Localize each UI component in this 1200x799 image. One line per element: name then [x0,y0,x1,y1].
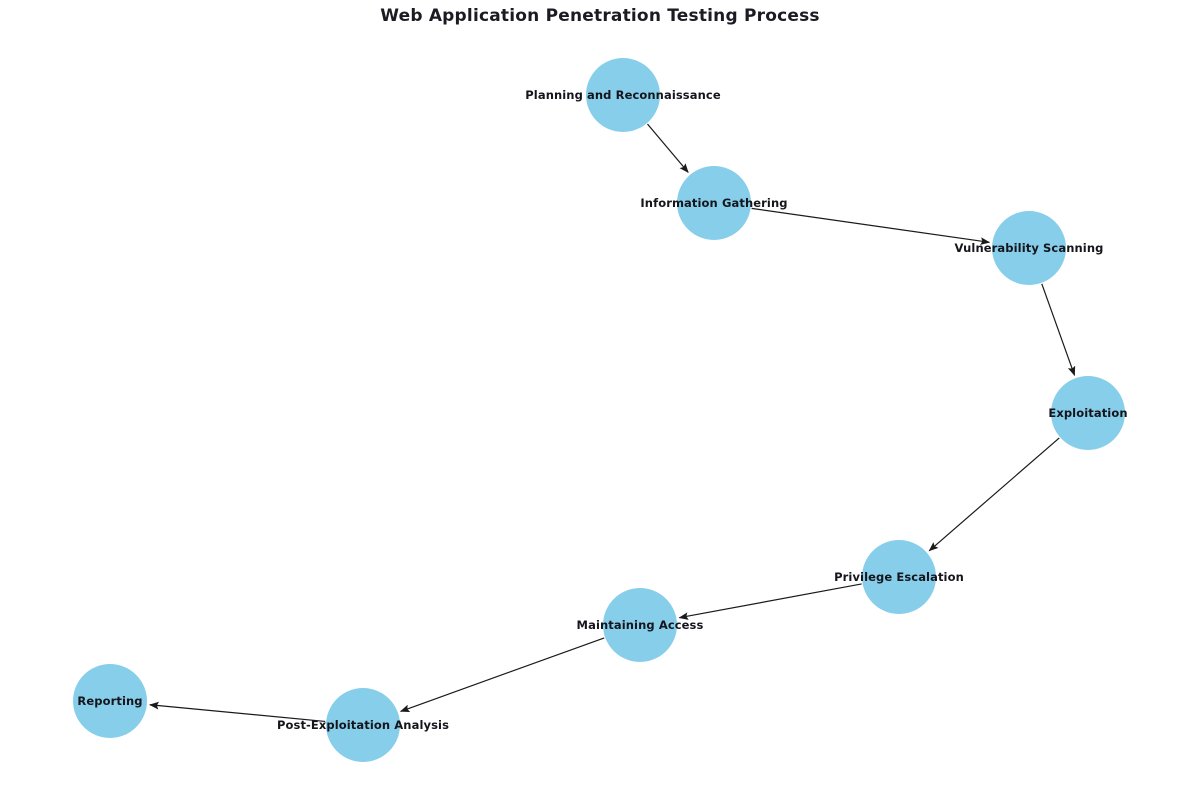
graph-node-exploitation[interactable] [1051,376,1125,450]
graph-edge-maintaining_access-to-post_exploitation_analysis [399,637,605,713]
graph-node-planning_and_reconnaissance[interactable] [586,58,660,132]
graph-node-vulnerability_scanning[interactable] [992,211,1066,285]
graph-nodes [73,58,1125,762]
graph-node-post_exploitation_analysis[interactable] [326,688,400,762]
graph-edge-planning_and_reconnaissance-to-information_gathering [647,123,689,173]
graph-edges [149,123,1076,723]
graph-edge-privilege_escalation-to-maintaining_access [678,583,862,620]
graph-node-maintaining_access[interactable] [603,588,677,662]
graph-node-information_gathering[interactable] [677,166,751,240]
graph-edge-exploitation-to-privilege_escalation [928,437,1060,552]
graph-edge-post_exploitation_analysis-to-reporting [149,701,326,723]
graph-node-reporting[interactable] [73,664,147,738]
page-title: Web Application Penetration Testing Proc… [380,6,820,26]
graph-edge-information_gathering-to-vulnerability_scanning [751,207,991,245]
graph-edge-vulnerability_scanning-to-exploitation [1041,283,1076,377]
graph-node-privilege_escalation[interactable] [862,540,936,614]
